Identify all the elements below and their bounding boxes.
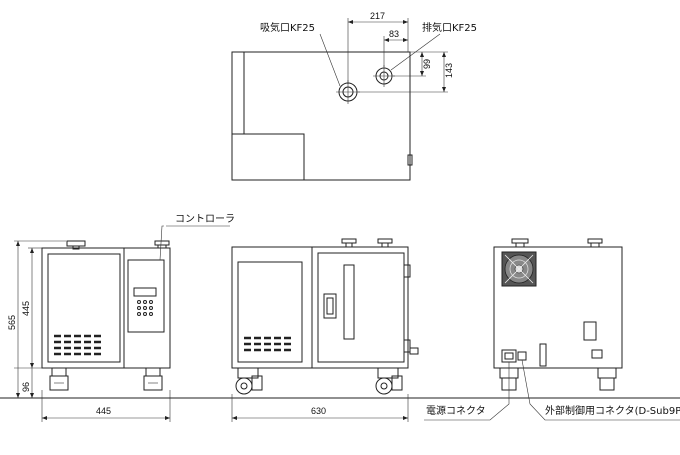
side-caster-right-wheel (375, 377, 393, 395)
power-connector-label: 電源コネクタ (426, 404, 486, 417)
dim-565: 565 (7, 315, 17, 330)
side-door-handle (323, 293, 337, 319)
power-connector-icon (501, 349, 517, 363)
dim-99: 99 (422, 59, 432, 69)
dim-445-height: 445 (21, 301, 31, 316)
rear-view: 電源コネクタ 外部制御用コネクタ(D-Sub9P) (424, 238, 680, 421)
rear-label-plate (583, 321, 597, 341)
controller-panel (127, 259, 165, 333)
side-view: 630 (231, 238, 419, 422)
front-view: コントローラ 565 445 96 445 (7, 213, 235, 422)
exhaust-port-label: 排気口KF25 (422, 21, 477, 34)
dsub-connector-icon (517, 351, 527, 361)
dim-445-width: 445 (96, 406, 111, 416)
fan-grille-icon (501, 251, 537, 287)
front-vent-slots (54, 334, 104, 356)
top-view: 吸気口KF25 排気口KF25 217 83 99 143 (231, 11, 477, 181)
controller-keypad (137, 300, 153, 316)
external-control-connector-label: 外部制御用コネクタ(D-Sub9P) (545, 404, 680, 417)
top-view-controller-block (231, 133, 305, 181)
dim-83: 83 (389, 29, 399, 39)
dim-96: 96 (21, 382, 31, 392)
dim-143: 143 (444, 63, 454, 78)
front-view-body (41, 247, 171, 369)
side-caster-left-wheel (235, 377, 253, 395)
rear-view-body (493, 246, 623, 369)
front-caster-right (143, 375, 163, 391)
exhaust-port-symbol (373, 65, 395, 87)
front-caster-left (49, 375, 69, 391)
intake-port-label: 吸気口KF25 (260, 21, 315, 34)
side-door (317, 252, 405, 363)
dim-630: 630 (311, 406, 326, 416)
side-view-body (231, 246, 409, 369)
top-view-body (231, 51, 411, 181)
controller-display (133, 287, 157, 297)
side-access-panel (237, 261, 303, 363)
side-vent-slots (244, 336, 292, 352)
dim-217: 217 (370, 11, 385, 21)
controller-label: コントローラ (175, 213, 235, 225)
